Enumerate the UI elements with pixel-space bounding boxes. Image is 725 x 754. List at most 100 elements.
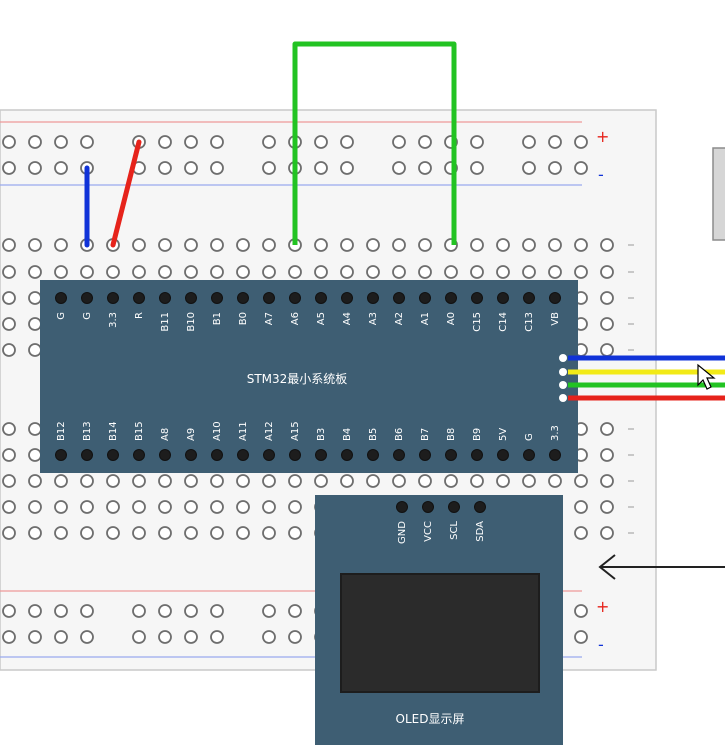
breadboard-hole	[314, 161, 328, 175]
breadboard-hole	[574, 265, 588, 279]
breadboard-hole	[132, 500, 146, 514]
breadboard-hole	[470, 474, 484, 488]
module-pin-label: A2	[394, 312, 405, 325]
red-power-wire	[110, 139, 142, 248]
breadboard-hole	[600, 238, 614, 252]
module-pin-label: R	[134, 312, 145, 319]
module-pin	[185, 449, 197, 461]
breadboard-hole	[80, 630, 94, 644]
side-pin	[559, 381, 567, 389]
breadboard-hole	[158, 604, 172, 618]
breadboard-hole	[158, 161, 172, 175]
breadboard-hole	[574, 604, 588, 618]
oled-pin-label: SDA	[475, 521, 486, 542]
breadboard-hole	[80, 500, 94, 514]
module-pin-label: A0	[446, 312, 457, 325]
breadboard-hole	[574, 500, 588, 514]
module-pin-label: G	[524, 433, 535, 441]
breadboard-hole	[80, 474, 94, 488]
breadboard-hole	[2, 604, 16, 618]
breadboard-hole	[80, 135, 94, 149]
breadboard-hole	[54, 604, 68, 618]
breadboard-hole	[314, 474, 328, 488]
breadboard-hole	[262, 135, 276, 149]
module-pin	[445, 449, 457, 461]
breadboard-hole	[54, 474, 68, 488]
breadboard-hole	[288, 265, 302, 279]
breadboard-hole	[184, 526, 198, 540]
module-pin-label: B1	[212, 312, 223, 325]
breadboard-hole	[132, 238, 146, 252]
side-pin	[559, 368, 567, 376]
breadboard-hole	[132, 630, 146, 644]
breadboard-hole	[522, 474, 536, 488]
breadboard-hole	[600, 265, 614, 279]
oled-pin-label: GND	[397, 521, 408, 544]
module-pin	[367, 449, 379, 461]
breadboard-hole	[314, 238, 328, 252]
breadboard-hole	[574, 474, 588, 488]
oled-pin	[396, 501, 408, 513]
breadboard-hole	[28, 526, 42, 540]
oled-screen	[340, 573, 540, 693]
module-pin-label: A5	[316, 312, 327, 325]
module-pin	[471, 292, 483, 304]
breadboard-hole	[2, 448, 16, 462]
arrow-head	[598, 554, 616, 580]
module-pin-label: B5	[368, 428, 379, 441]
module-pin-label: B12	[56, 421, 67, 441]
breadboard-hole	[314, 135, 328, 149]
breadboard-hole	[210, 161, 224, 175]
breadboard-hole	[28, 474, 42, 488]
breadboard-hole	[262, 161, 276, 175]
breadboard-hole	[548, 135, 562, 149]
module-pin	[237, 292, 249, 304]
top-rail-minus-label: -	[598, 165, 604, 184]
breadboard-hole	[106, 526, 120, 540]
breadboard-hole	[470, 135, 484, 149]
breadboard-hole	[28, 630, 42, 644]
breadboard-hole	[600, 291, 614, 305]
module-pin-label: A15	[290, 421, 301, 441]
breadboard-hole	[340, 265, 354, 279]
breadboard-hole	[158, 265, 172, 279]
breadboard-hole	[392, 161, 406, 175]
breadboard-hole	[2, 526, 16, 540]
module-pin	[289, 449, 301, 461]
breadboard-hole	[262, 526, 276, 540]
breadboard-hole	[28, 500, 42, 514]
breadboard-hole	[210, 238, 224, 252]
breadboard-hole	[548, 238, 562, 252]
breadboard-hole	[262, 630, 276, 644]
module-pin-label: A8	[160, 428, 171, 441]
breadboard-hole	[236, 526, 250, 540]
module-pin	[81, 449, 93, 461]
oled-pin	[448, 501, 460, 513]
breadboard-hole	[548, 265, 562, 279]
breadboard-hole	[236, 500, 250, 514]
breadboard-hole	[340, 238, 354, 252]
oled-pin	[474, 501, 486, 513]
breadboard-hole	[54, 135, 68, 149]
module-pin-label: 3.3	[550, 425, 561, 441]
breadboard-hole	[236, 474, 250, 488]
breadboard-hole	[236, 265, 250, 279]
breadboard-hole	[392, 135, 406, 149]
module-pin	[341, 292, 353, 304]
module-pin-label: C14	[498, 312, 509, 332]
module-pin-label: A6	[290, 312, 301, 325]
module-pin-label: A7	[264, 312, 275, 325]
breadboard-hole	[496, 265, 510, 279]
breadboard-hole	[418, 474, 432, 488]
stm32-module-title: STM32最小系统板	[247, 372, 348, 386]
module-pin-label: A4	[342, 312, 353, 325]
breadboard-hole	[366, 474, 380, 488]
module-pin-label: A12	[264, 421, 275, 441]
breadboard-hole	[392, 265, 406, 279]
breadboard-hole	[340, 161, 354, 175]
module-pin	[393, 292, 405, 304]
